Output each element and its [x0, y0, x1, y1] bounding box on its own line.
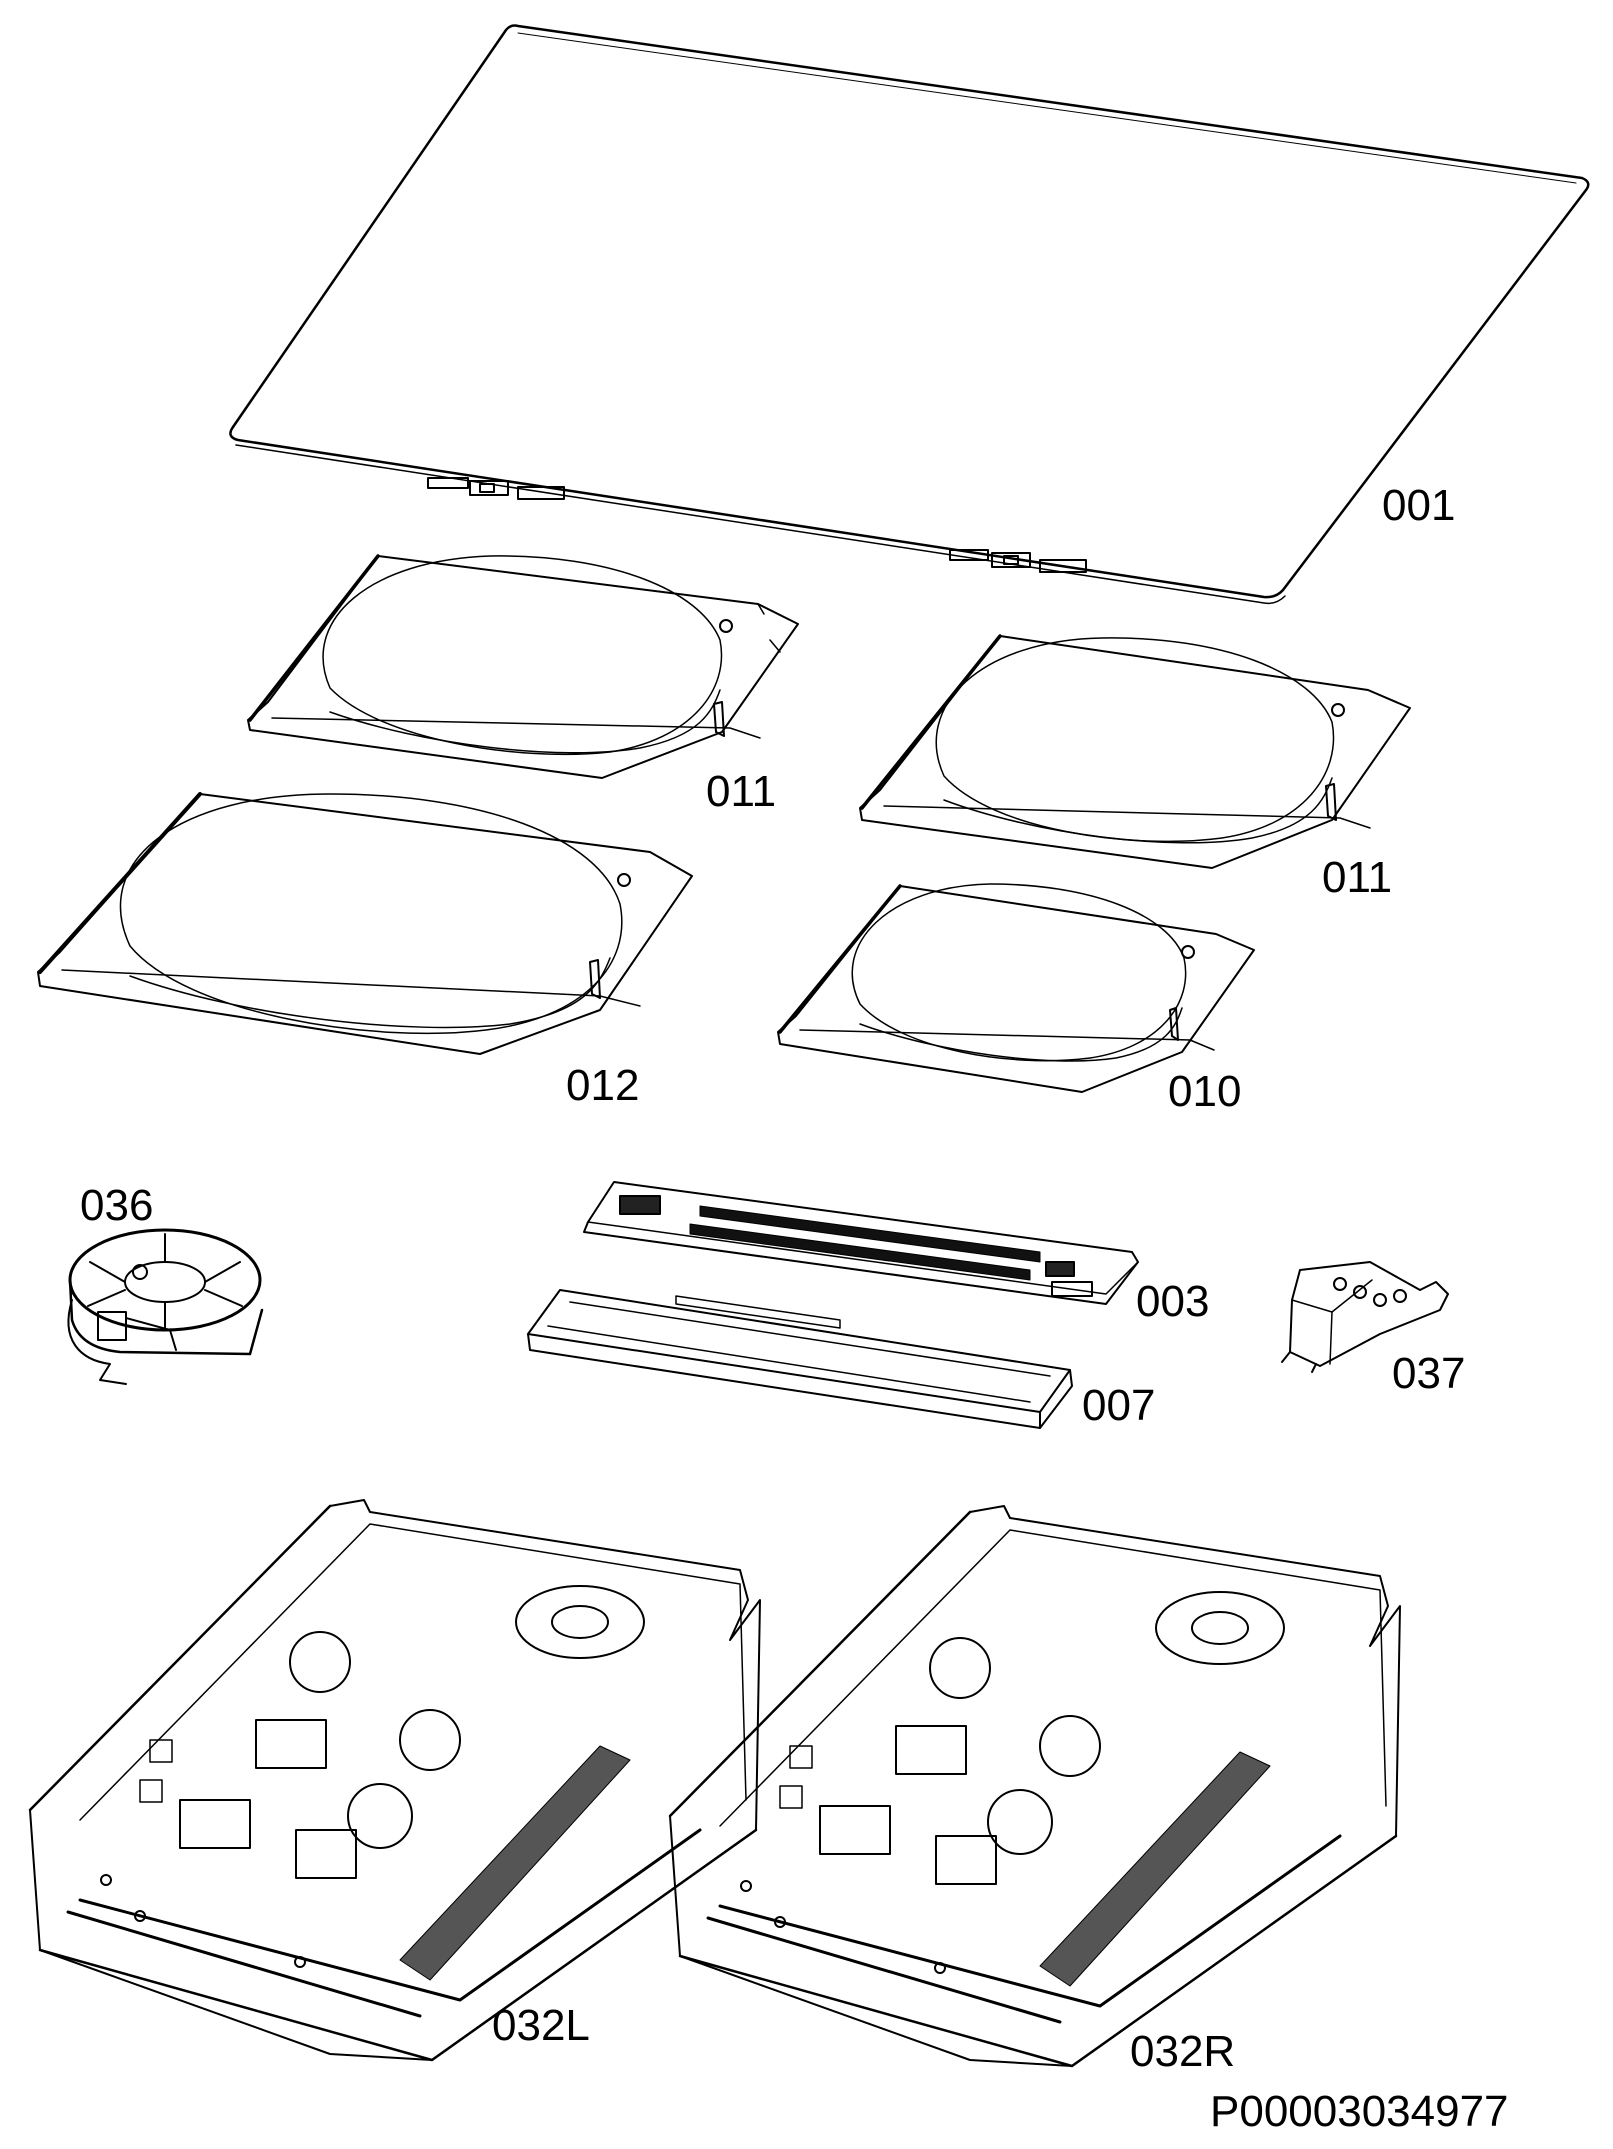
- part-036-fan: [67, 1228, 264, 1385]
- heatsink-left: [399, 1745, 631, 1981]
- label-036: 036: [80, 1181, 154, 1230]
- label-011-left: 011: [706, 767, 777, 816]
- part-011-coil-upper-left: [247, 554, 799, 779]
- label-010: 010: [1168, 1067, 1242, 1116]
- label-032L: 032L: [492, 2001, 590, 2050]
- part-010-coil-small: [777, 883, 1255, 1093]
- part-011-coil-upper-right: [859, 634, 1411, 869]
- part-012-coil-large: [37, 792, 693, 1055]
- part-032L-power-module: [28, 1499, 761, 2062]
- part-007-holder: [527, 1289, 1073, 1429]
- heatsink-right: [1039, 1751, 1271, 1987]
- part-037-terminal-block: [1281, 1261, 1449, 1373]
- label-007: 007: [1082, 1381, 1156, 1430]
- label-037: 037: [1392, 1349, 1466, 1398]
- diagram-reference-number: P00003034977: [1210, 2087, 1509, 2136]
- part-001-glass-top: [229, 24, 1590, 605]
- label-003: 003: [1136, 1277, 1210, 1326]
- part-003-control-board: [583, 1181, 1139, 1305]
- label-001: 001: [1382, 481, 1456, 530]
- label-012: 012: [566, 1061, 640, 1110]
- label-032R: 032R: [1130, 2027, 1236, 2076]
- part-032R-power-module: [668, 1505, 1401, 2068]
- label-011-right: 011: [1322, 853, 1393, 902]
